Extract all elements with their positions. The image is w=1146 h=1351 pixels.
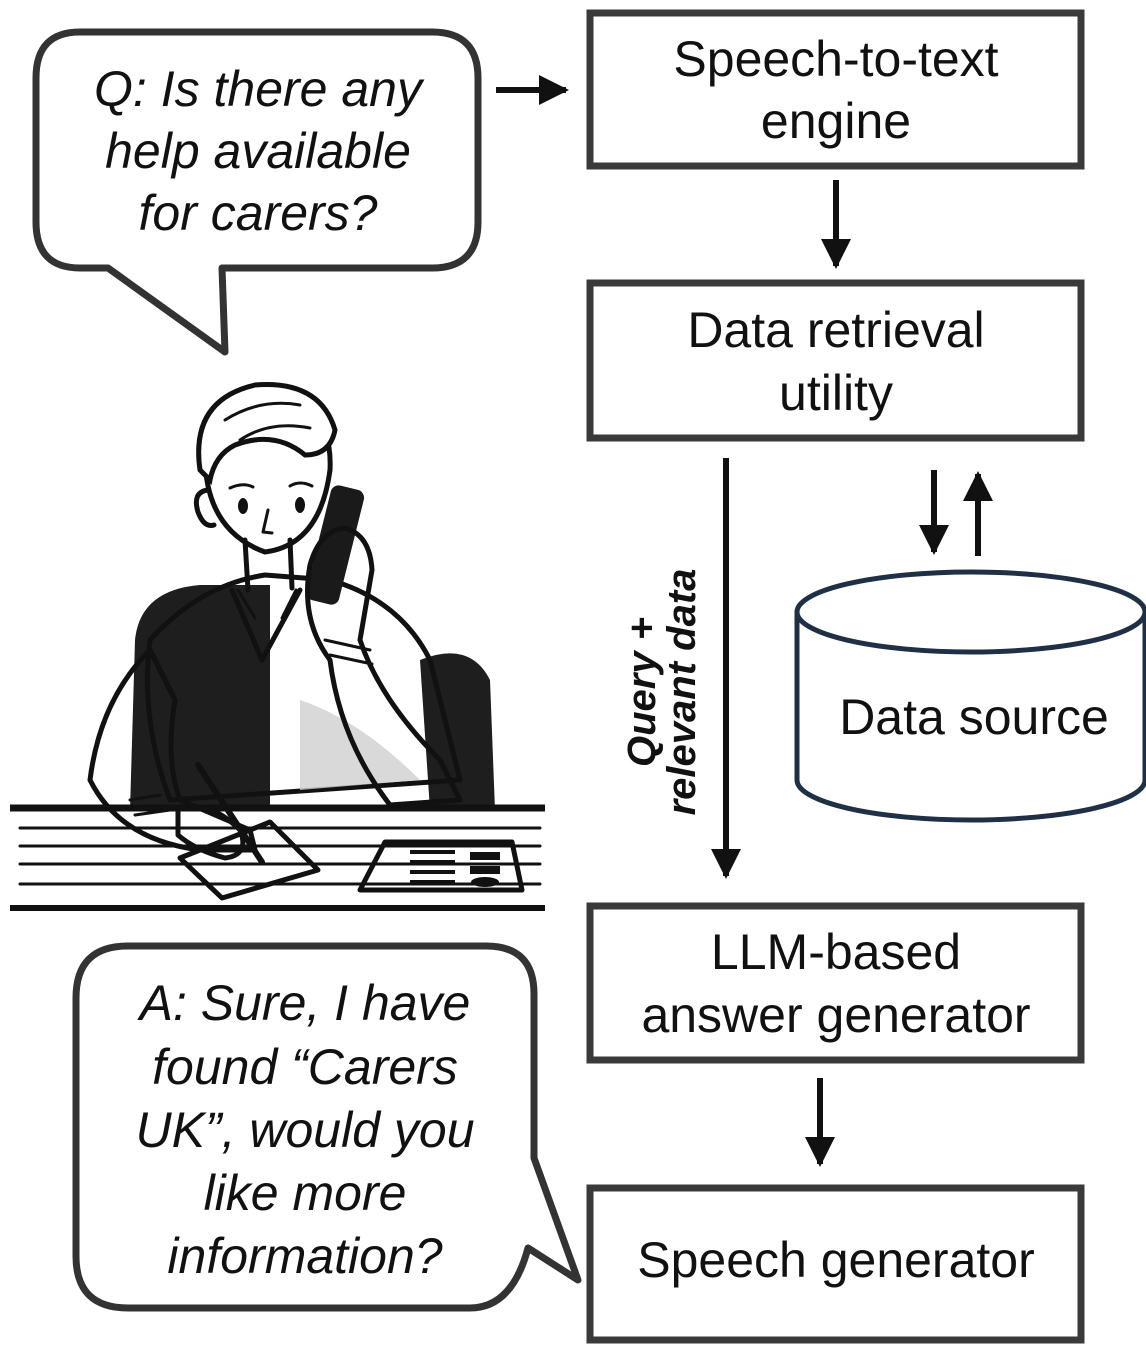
speech-generator-label: Speech generator [637, 1232, 1035, 1288]
answer-bubble: A: Sure, I have found “Carers UK”, would… [72, 942, 582, 1312]
llm-generator-line-2: answer generator [641, 987, 1030, 1043]
answer-line-2: found “Carers [152, 1039, 458, 1095]
speech-to-text-box: Speech-to-text engine [586, 9, 1085, 170]
chair-back-right [420, 653, 495, 810]
speech-generator-box: Speech generator [586, 1184, 1085, 1344]
speech-to-text-line-2: engine [761, 93, 911, 149]
answer-line-3: UK”, would you [135, 1102, 474, 1158]
llm-generator-box: LLM-based answer generator [586, 902, 1085, 1064]
question-line-2: help available [105, 123, 411, 179]
data-retrieval-box: Data retrieval utility [586, 279, 1085, 442]
query-edge-label: Query + relevant data [620, 569, 704, 816]
answer-line-1: A: Sure, I have [137, 975, 471, 1031]
person-on-phone-illustration [10, 382, 545, 911]
question-line-1: Q: Is there any [94, 61, 425, 117]
speech-to-text-line-1: Speech-to-text [673, 31, 998, 87]
question-bubble: Q: Is there any help available for carer… [32, 28, 482, 356]
data-source-cylinder: Data source [794, 569, 1146, 823]
question-line-3: for carers? [139, 185, 378, 241]
answer-line-4: like more [204, 1165, 407, 1221]
data-retrieval-line-1: Data retrieval [687, 302, 984, 358]
data-retrieval-line-2: utility [779, 365, 893, 421]
data-source-label: Data source [839, 689, 1109, 745]
chair-back-left [130, 585, 270, 810]
query-label-line-1: Query + [620, 617, 664, 767]
answer-line-5: information? [167, 1228, 442, 1284]
llm-generator-line-1: LLM-based [711, 924, 961, 980]
query-label-line-2: relevant data [660, 569, 704, 816]
